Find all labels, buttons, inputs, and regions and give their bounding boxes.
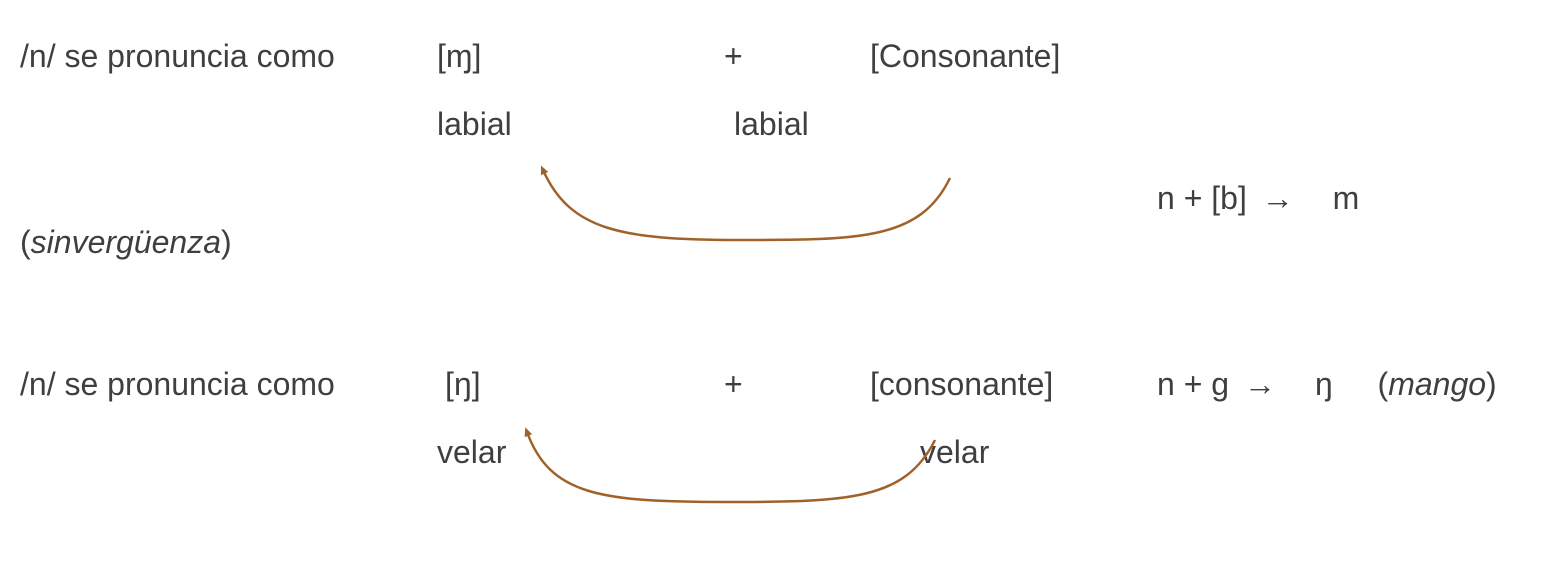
row1-example-open: (: [20, 224, 31, 260]
row2-rule-arrow-icon: →: [1243, 366, 1276, 402]
row2-feature-right: velar: [920, 434, 990, 470]
row1-feature-left: labial: [437, 106, 512, 142]
row1-example-close: ): [221, 224, 232, 260]
row1-rule-rhs: m: [1332, 180, 1360, 216]
row1-example: (sinvergüenza): [20, 226, 232, 258]
row1-assimilation-arrow: [540, 165, 952, 242]
row1-consonant-label: [Consonante]: [870, 38, 1061, 74]
row2-assimilation-arrow: [524, 427, 937, 504]
row2-feature-left: velar: [437, 434, 507, 470]
row2-rule-rhs: ŋ: [1314, 366, 1333, 402]
row1-lead-text: /n/ se pronuncia como: [20, 38, 335, 74]
row1-rule: n + [b] → m: [1157, 182, 1359, 214]
row2-example-open: (: [1377, 366, 1389, 402]
row1-plus-sign: +: [724, 38, 743, 74]
row2-rule: n + g → ŋ (mango): [1157, 368, 1497, 400]
row2-lead-text: /n/ se pronuncia como: [20, 366, 335, 402]
row1-rule-lhs: n + [b]: [1157, 180, 1247, 216]
row1-rule-arrow-icon: →: [1261, 180, 1294, 216]
row2-example-word: mango: [1388, 366, 1487, 402]
row1-feature-right: labial: [734, 106, 809, 142]
row2-plus-sign: +: [724, 366, 743, 402]
row1-ipa-symbol: [ɱ]: [437, 38, 482, 74]
row2-rule-lhs: n + g: [1157, 366, 1230, 402]
row2-consonant-label: [consonante]: [870, 366, 1054, 402]
row1-example-word: sinvergüenza: [30, 224, 221, 260]
row2-example-close: ): [1486, 366, 1497, 402]
row2-ipa-symbol: [ŋ]: [445, 366, 481, 402]
